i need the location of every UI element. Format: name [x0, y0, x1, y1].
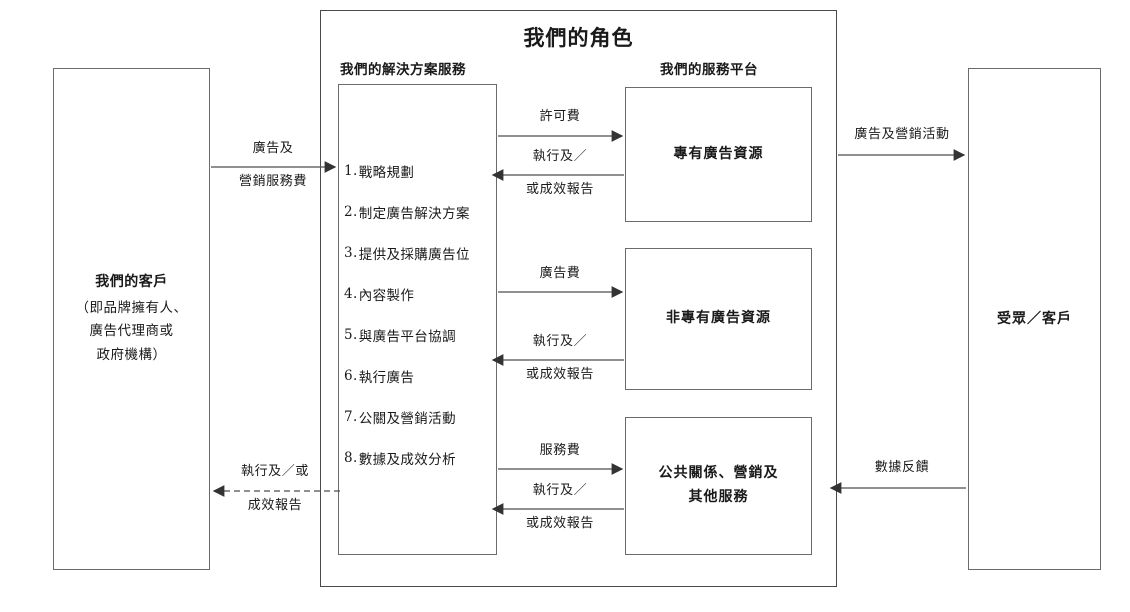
flow-label-line-2: 或成效報告	[525, 516, 594, 531]
platform-label: 非專有廣告資源	[666, 310, 771, 327]
solution-services-box[interactable]	[338, 84, 497, 555]
list-item-label: 戰略規劃	[358, 164, 415, 181]
list-item[interactable]: 1. 戰略規劃	[344, 150, 504, 191]
flow-label-line-2: 營銷服務費	[238, 174, 307, 189]
platform-box-non-exclusive[interactable]	[625, 248, 812, 390]
flow-label-center-to-platform3: 服務費	[498, 442, 622, 461]
list-item-label: 提供及採購廣告位	[358, 246, 470, 263]
list-item-number: 7.	[344, 408, 358, 425]
list-item[interactable]: 8. 數據及成效分析	[344, 437, 504, 478]
list-item-number: 1.	[344, 162, 358, 179]
list-item-label: 內容製作	[358, 287, 415, 304]
list-item-label: 執行廣告	[358, 369, 415, 386]
client-box[interactable]	[53, 68, 210, 570]
list-item[interactable]: 4. 內容製作	[344, 273, 504, 314]
flow-label-line-1: 廣告及	[252, 141, 294, 156]
platform-box-exclusive[interactable]	[625, 87, 812, 222]
flow-label-line-1: 服務費	[539, 443, 581, 458]
list-item-label: 制定廣告解決方案	[358, 205, 470, 222]
flow-label-platform3-to-center-sub: 或成效報告	[498, 515, 622, 534]
column-heading-solutions: 我們的解決方案服務	[340, 62, 466, 78]
list-item-label: 與廣告平台協調	[358, 328, 456, 345]
platform-box-exclusive-text: 專有廣告資源	[625, 87, 812, 222]
flow-label-line-2: 或成效報告	[525, 367, 594, 382]
flow-label-platform1-to-center-sub: 或成效報告	[498, 181, 622, 200]
platform-box-pr-marketing-text: 公共關係、營銷及 其他服務	[625, 417, 812, 555]
flow-label-platform3-to-center: 執行及／	[498, 482, 622, 501]
flow-label-line-1: 執行及／	[532, 149, 588, 164]
client-box-text: 我們的客戶 （即品牌擁有人、 廣告代理商或 政府機構）	[53, 68, 210, 570]
client-detail-line-2: 廣告代理商或	[89, 323, 174, 340]
flow-label-client-to-center: 廣告及	[212, 139, 334, 159]
list-item-number: 6.	[344, 367, 358, 384]
flow-label-center-to-platform1: 許可費	[498, 108, 622, 127]
audience-box-text: 受眾／客戶	[968, 68, 1101, 570]
flow-label-line-1: 執行及／	[532, 334, 588, 349]
flow-label-line-2: 成效報告	[247, 498, 303, 513]
list-item-number: 4.	[344, 285, 358, 302]
list-item[interactable]: 2. 制定廣告解決方案	[344, 191, 504, 232]
platform-box-non-exclusive-text: 非專有廣告資源	[625, 248, 812, 390]
platform-label: 專有廣告資源	[673, 145, 764, 162]
client-title: 我們的客戶	[95, 274, 168, 291]
audience-label: 受眾／客戶	[997, 310, 1072, 327]
flow-label-center-to-client: 執行及／或	[212, 463, 338, 482]
list-item[interactable]: 5. 與廣告平台協調	[344, 314, 504, 355]
flow-label-center-to-platform2: 廣告費	[498, 265, 622, 284]
list-item-number: 5.	[344, 326, 358, 343]
client-detail-line-3: 政府機構）	[96, 347, 167, 364]
list-item-label: 數據及成效分析	[358, 451, 456, 468]
diagram-title: 我們的角色	[523, 26, 634, 50]
flow-label-platform2-to-center-sub: 或成效報告	[498, 366, 622, 385]
flow-label-line-1: 數據反饋	[874, 460, 930, 475]
platform-box-pr-marketing[interactable]	[625, 417, 812, 555]
list-item-number: 3.	[344, 244, 358, 261]
flow-label-center-to-client-sub: 成效報告	[212, 497, 338, 516]
list-item[interactable]: 6. 執行廣告	[344, 355, 504, 396]
flow-label-line-1: 執行及／或	[240, 464, 309, 479]
flow-label-client-to-center-sub: 營銷服務費	[212, 173, 334, 192]
platform-label-line-2: 其他服務	[688, 489, 749, 505]
solution-services-list: 1. 戰略規劃 2. 制定廣告解決方案 3. 提供及採購廣告位 4. 內容製作 …	[344, 150, 504, 478]
list-item-number: 2.	[344, 203, 358, 220]
flow-label-platform2-to-center: 執行及／	[498, 333, 622, 352]
list-item[interactable]: 7. 公關及營銷活動	[344, 396, 504, 437]
column-heading-platforms: 我們的服務平台	[660, 62, 758, 78]
flow-label-line-1: 執行及／	[532, 483, 588, 498]
flow-label-platform1-to-center: 執行及／	[498, 148, 622, 167]
flow-label-line-2: 或成效報告	[525, 182, 594, 197]
audience-box[interactable]	[968, 68, 1101, 570]
list-item-label: 公關及營銷活動	[358, 410, 456, 427]
platform-label-line-1: 公共關係、營銷及	[658, 465, 779, 482]
flow-label-audience-to-center: 數據反饋	[838, 459, 966, 478]
flow-label-line-1: 廣告費	[539, 266, 581, 281]
client-detail-line-1: （即品牌擁有人、	[75, 299, 188, 316]
flow-label-center-to-audience: 廣告及營銷活動	[838, 126, 966, 145]
flow-label-line-1: 許可費	[539, 109, 581, 124]
list-item-number: 8.	[344, 449, 358, 466]
list-item[interactable]: 3. 提供及採購廣告位	[344, 232, 504, 273]
flow-label-line-1: 廣告及營銷活動	[854, 127, 950, 142]
